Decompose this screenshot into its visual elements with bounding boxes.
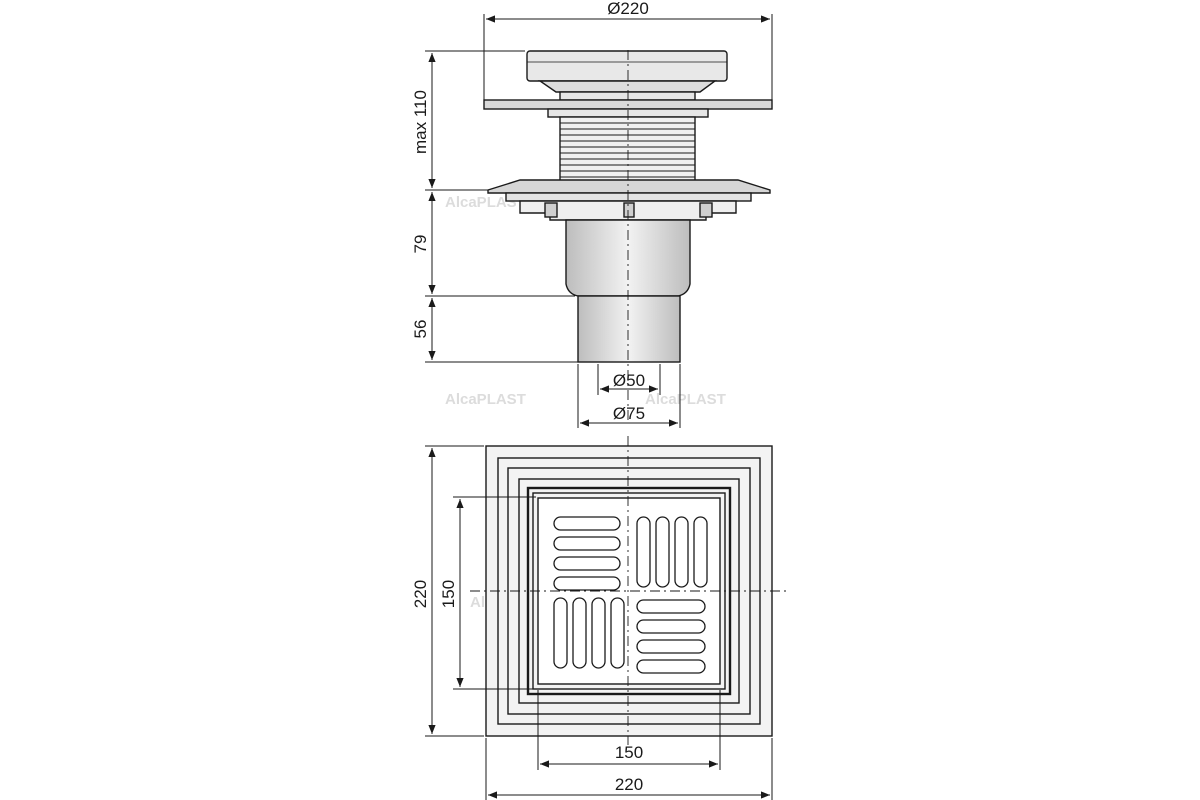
thread-lines [560, 122, 695, 178]
slots-bottom-right [636, 599, 706, 674]
dim-frame-height: 220 [411, 580, 430, 608]
dim-body-height: 79 [411, 235, 430, 254]
dim-grate-height: 150 [439, 580, 458, 608]
watermark-text: AlcaPLAST [645, 391, 726, 408]
slots-top-right [636, 516, 708, 588]
cap-neck [537, 80, 718, 93]
dim-outlet-inner-diameter: Ø50 [613, 371, 645, 390]
top-dimensions [425, 445, 773, 800]
dim-max-height: max 110 [411, 90, 430, 154]
dim-outlet-outer-diameter: Ø75 [613, 404, 645, 423]
dim-top-diameter: Ø220 [607, 0, 649, 18]
lower-flange [487, 179, 771, 194]
grate-cap [526, 50, 728, 82]
slots-top-left [553, 516, 621, 591]
side-dimensions [425, 14, 773, 428]
dim-frame-width: 220 [615, 775, 643, 794]
side-view [483, 50, 773, 420]
side-dimension-labels: Ø220 max 110 79 56 Ø50 Ø75 [411, 0, 649, 423]
dim-outlet-height: 56 [411, 320, 430, 339]
outlet-pipe [577, 295, 681, 363]
threaded-sleeve [559, 116, 696, 183]
top-dimension-labels: 220 150 150 220 [411, 580, 643, 794]
dim-grate-width: 150 [615, 743, 643, 762]
top-view [470, 436, 790, 745]
slots-bottom-left [553, 597, 625, 669]
watermark-text: AlcaPLAST [445, 391, 526, 408]
